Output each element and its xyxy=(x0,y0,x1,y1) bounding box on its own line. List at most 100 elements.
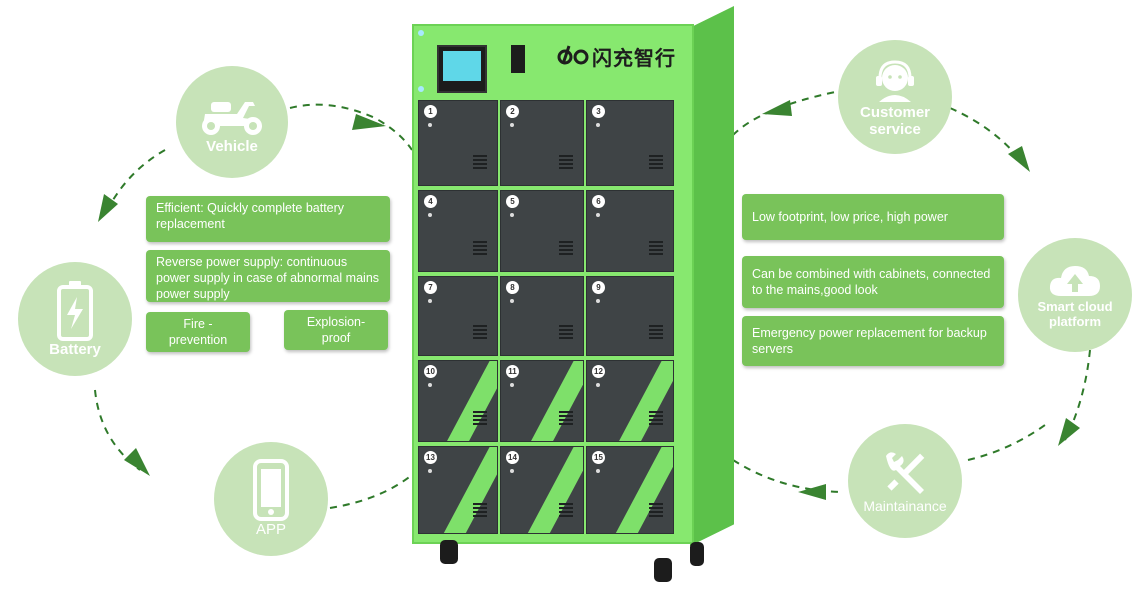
door-number: 5 xyxy=(506,195,519,208)
feature-fire-prevention: Fire - prevention xyxy=(146,312,250,352)
locker-door[interactable]: 12 xyxy=(586,360,674,442)
locker-door[interactable]: 9 xyxy=(586,276,674,356)
vehicle-circle: Vehicle xyxy=(176,66,288,178)
arrow-app-cabinet xyxy=(329,474,413,509)
door-number: 7 xyxy=(424,281,437,294)
locker-door[interactable]: 11 xyxy=(500,360,584,442)
door-vent xyxy=(473,325,487,339)
door-number: 14 xyxy=(506,451,519,464)
arrowhead xyxy=(798,484,826,500)
door-number: 6 xyxy=(592,195,605,208)
cloud-upload-icon xyxy=(1049,266,1100,297)
app-circle: APP xyxy=(214,442,328,556)
door-stripe xyxy=(509,447,583,533)
locker-door[interactable]: 2 xyxy=(500,100,584,186)
cabinet-side xyxy=(690,6,734,546)
door-lock-icon xyxy=(596,469,600,473)
arrow-cabinet-customer xyxy=(732,91,836,136)
locker-door[interactable]: 13 xyxy=(418,446,498,534)
maintenance-circle: Maintainance xyxy=(848,424,962,538)
arrow-maint-cloud xyxy=(967,424,1046,461)
door-lock-icon xyxy=(428,213,432,217)
door-stripe xyxy=(509,361,583,441)
arrow-cabinet-maintenance xyxy=(732,459,841,493)
door-number: 3 xyxy=(592,105,605,118)
arrowhead xyxy=(1058,418,1080,446)
arrowhead xyxy=(1008,146,1030,172)
battery-label: Battery xyxy=(49,341,101,359)
arrowhead xyxy=(98,194,118,222)
battery-circle: Battery xyxy=(18,262,132,376)
headset-agent-icon xyxy=(876,60,914,102)
cloud-label-1: Smart cloud xyxy=(1037,299,1113,315)
phone-icon xyxy=(253,459,289,522)
door-lock-icon xyxy=(510,213,514,217)
door-vent xyxy=(473,411,487,425)
door-lock-icon xyxy=(428,299,432,303)
door-lock-icon xyxy=(428,123,432,127)
door-lock-icon xyxy=(596,213,600,217)
door-vent xyxy=(649,411,663,425)
door-lock-icon xyxy=(510,383,514,387)
arrow-battery-vehicle xyxy=(109,149,166,206)
indicator-light xyxy=(418,30,424,36)
door-vent xyxy=(649,155,663,169)
locker-door[interactable]: 8 xyxy=(500,276,584,356)
screen-display xyxy=(443,51,481,81)
door-vent xyxy=(649,503,663,517)
card-slot xyxy=(511,45,525,73)
wrench-screwdriver-icon xyxy=(886,452,925,494)
locker-door[interactable]: 5 xyxy=(500,190,584,272)
maintenance-label: Maintainance xyxy=(863,497,947,514)
door-vent xyxy=(649,241,663,255)
locker-door[interactable]: 6 xyxy=(586,190,674,272)
arrowhead xyxy=(352,114,386,130)
door-vent xyxy=(473,503,487,517)
brand-logo-text: 闪充智行 xyxy=(592,46,676,70)
indicator-light xyxy=(418,86,424,92)
feature-combined: Can be combined with cabinets, connected… xyxy=(742,256,1004,308)
door-stripe xyxy=(597,447,673,533)
locker-door[interactable]: 7 xyxy=(418,276,498,356)
door-lock-icon xyxy=(428,383,432,387)
locker-door[interactable]: 3 xyxy=(586,100,674,186)
door-number: 8 xyxy=(506,281,519,294)
wheel xyxy=(654,558,672,582)
customer-label-1: Customer xyxy=(859,103,930,121)
arrowhead xyxy=(762,100,792,116)
locker-door[interactable]: 15 xyxy=(586,446,674,534)
feature-explosion-proof: Explosion- proof xyxy=(284,310,388,350)
door-vent xyxy=(559,155,573,169)
door-number: 12 xyxy=(592,365,605,378)
door-vent xyxy=(473,241,487,255)
arrowhead xyxy=(124,448,150,476)
customer-label-2: service xyxy=(869,121,921,138)
door-vent xyxy=(559,325,573,339)
door-vent xyxy=(559,241,573,255)
door-number: 1 xyxy=(424,105,437,118)
feature-reverse-power: Reverse power supply: continuous power s… xyxy=(146,250,390,302)
door-vent xyxy=(559,503,573,517)
scooter-icon xyxy=(202,102,262,136)
door-stripe xyxy=(597,361,673,441)
locker-door[interactable]: 14 xyxy=(500,446,584,534)
wheel xyxy=(690,542,704,566)
door-lock-icon xyxy=(428,469,432,473)
cabinet-screen[interactable] xyxy=(437,45,487,93)
cloud-circle: Smart cloud platform xyxy=(1018,238,1132,352)
vehicle-label: Vehicle xyxy=(206,138,258,156)
door-lock-icon xyxy=(596,383,600,387)
door-lock-icon xyxy=(596,123,600,127)
locker-door[interactable]: 10 xyxy=(418,360,498,442)
wheel xyxy=(440,540,458,564)
door-lock-icon xyxy=(510,469,514,473)
feature-efficient: Efficient: Quickly complete battery repl… xyxy=(146,196,390,242)
app-label: APP xyxy=(255,521,286,539)
door-lock-icon xyxy=(596,299,600,303)
door-number: 9 xyxy=(592,281,605,294)
locker-door[interactable]: 4 xyxy=(418,190,498,272)
locker-door[interactable]: 1 xyxy=(418,100,498,186)
feature-low-footprint: Low footprint, low price, high power xyxy=(742,194,1004,240)
door-number: 13 xyxy=(424,451,437,464)
